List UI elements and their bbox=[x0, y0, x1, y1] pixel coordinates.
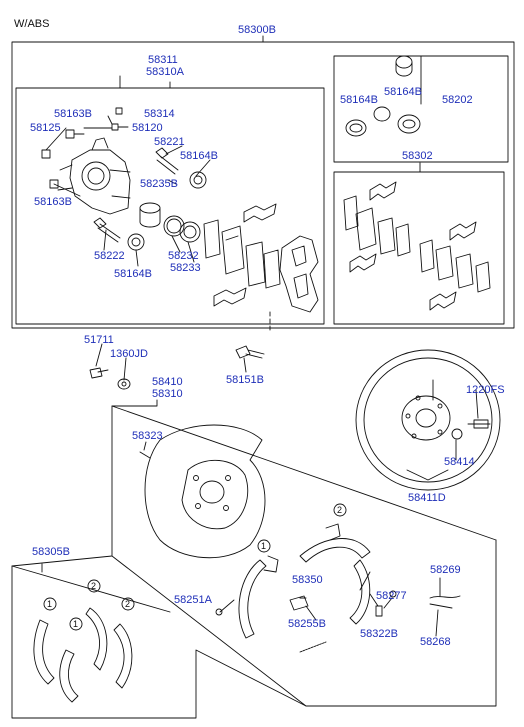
callout-2: 2 bbox=[91, 581, 97, 591]
callout-2: 2 bbox=[125, 599, 131, 609]
caliper-assy-frame bbox=[11, 41, 515, 329]
part-58277[interactable]: 58277 bbox=[376, 590, 407, 602]
part-58310[interactable]: 58310 bbox=[152, 388, 183, 400]
part-58120[interactable]: 58120 bbox=[132, 122, 163, 134]
part-58255B[interactable]: 58255B bbox=[288, 618, 326, 630]
part-58310A[interactable]: 58310A bbox=[146, 66, 184, 78]
part-58323[interactable]: 58323 bbox=[132, 430, 163, 442]
part-58164B-b[interactable]: 58164B bbox=[114, 268, 152, 280]
part-58163B-bottom[interactable]: 58163B bbox=[34, 196, 72, 208]
part-58232[interactable]: 58232 bbox=[168, 250, 199, 262]
part-58300B[interactable]: 58300B bbox=[238, 24, 276, 36]
part-58164B-a[interactable]: 58164B bbox=[180, 150, 218, 162]
part-58233[interactable]: 58233 bbox=[170, 262, 201, 274]
part-58305B[interactable]: 58305B bbox=[32, 546, 70, 558]
callout-1: 1 bbox=[73, 619, 79, 629]
part-58322B[interactable]: 58322B bbox=[360, 628, 398, 640]
part-58151B[interactable]: 58151B bbox=[226, 374, 264, 386]
part-58164B-c[interactable]: 58164B bbox=[340, 94, 378, 106]
part-1360JD[interactable]: 1360JD bbox=[110, 348, 148, 360]
part-58414[interactable]: 58414 bbox=[444, 456, 475, 468]
part-58269[interactable]: 58269 bbox=[430, 564, 461, 576]
part-58410[interactable]: 58410 bbox=[152, 376, 183, 388]
part-58235B[interactable]: 58235B bbox=[140, 178, 178, 190]
part-58302[interactable]: 58302 bbox=[402, 150, 433, 162]
callout-2: 2 bbox=[337, 505, 343, 515]
part-58268[interactable]: 58268 bbox=[420, 636, 451, 648]
part-58411D[interactable]: 58411D bbox=[408, 492, 446, 504]
pad-kit-frame bbox=[333, 171, 505, 325]
part-58164B-d[interactable]: 58164B bbox=[384, 86, 422, 98]
part-58222[interactable]: 58222 bbox=[94, 250, 125, 262]
part-58314[interactable]: 58314 bbox=[144, 108, 175, 120]
part-58311[interactable]: 58311 bbox=[148, 54, 178, 66]
callout-1: 1 bbox=[261, 541, 267, 551]
part-58221[interactable]: 58221 bbox=[154, 136, 185, 148]
variant-label: W/ABS bbox=[14, 18, 50, 30]
part-1220FS[interactable]: 1220FS bbox=[466, 384, 505, 396]
part-58202[interactable]: 58202 bbox=[442, 94, 473, 106]
part-58163B-top[interactable]: 58163B bbox=[54, 108, 92, 120]
callout-1: 1 bbox=[47, 599, 53, 609]
part-58125[interactable]: 58125 bbox=[30, 122, 61, 134]
part-58251A[interactable]: 58251A bbox=[174, 594, 212, 606]
part-58350[interactable]: 58350 bbox=[292, 574, 323, 586]
part-51711[interactable]: 51711 bbox=[84, 334, 114, 346]
